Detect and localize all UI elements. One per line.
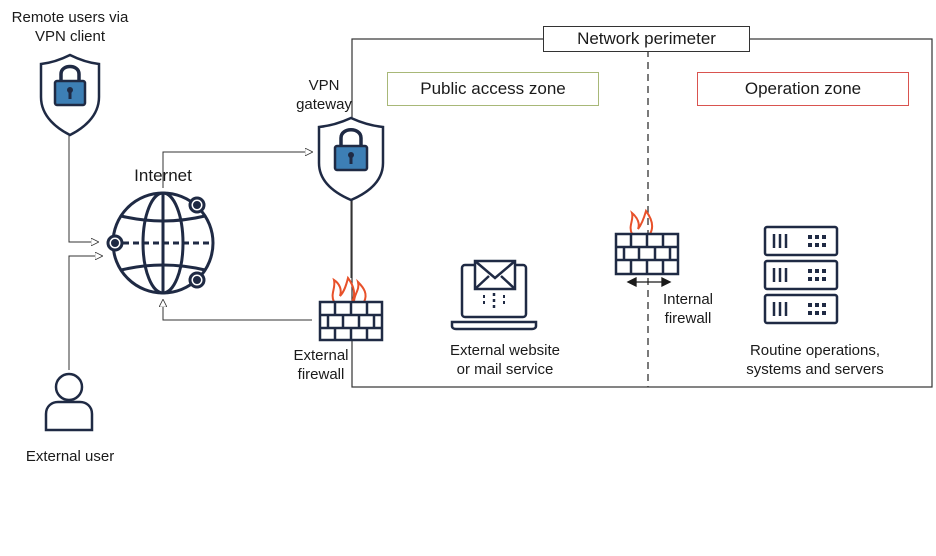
internet-label: Internet [134,166,192,185]
internal-firewall-label-line1: Internal [662,291,714,308]
shield-lock-icon [39,53,101,137]
routine-operations-label-line1: Routine operations, [749,342,881,359]
bidirectional-arrow-icon [626,276,672,288]
vpn-gateway-label-line2: gateway [296,96,352,113]
internal-firewall-label-line2: firewall [664,310,712,327]
firewall-icon [318,275,384,342]
external-user-label: External user [25,448,115,465]
laptop-mail-icon [450,259,538,331]
public-access-zone-label: Public access zone [387,72,599,106]
vpn-gateway-label-line1: VPN [308,77,340,94]
remote-users-label: Remote users via VPN client [0,8,140,46]
remote-users-label-line2: VPN client [34,28,106,45]
external-firewall-label-line2: firewall [297,366,345,383]
external-website-label-line2: or mail service [456,361,554,378]
firewall-icon [614,208,680,276]
routine-operations-label-line2: systems and servers [746,361,884,378]
external-website-label-line1: External website [449,342,561,359]
connections [68,133,352,370]
external-firewall-label-line1: External [293,347,349,364]
operation-zone-label: Operation zone [697,72,909,106]
user-icon [44,372,94,432]
shield-lock-icon [317,116,385,202]
internal-firewall-label: Internal firewall [648,290,728,328]
vpn-gateway-label: VPN gateway [284,76,364,114]
external-firewall-label: External firewall [276,346,366,384]
routine-operations-label: Routine operations, systems and servers [730,341,900,379]
external-website-label: External website or mail service [425,341,585,379]
server-rack-icon [763,225,839,325]
network-perimeter-title: Network perimeter [543,26,750,52]
globe-icon [106,191,215,295]
remote-users-label-line1: Remote users via [11,9,129,26]
